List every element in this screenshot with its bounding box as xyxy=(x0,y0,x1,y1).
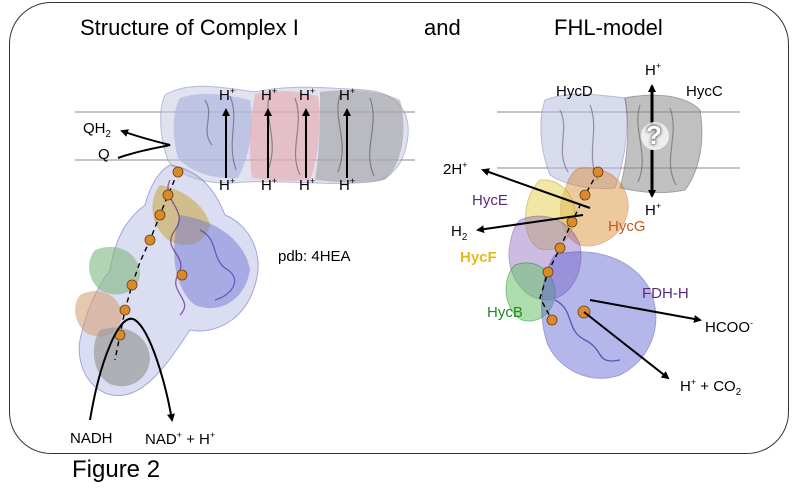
label-nadh: NADH xyxy=(70,430,113,447)
figure-caption: Figure 2 xyxy=(72,456,161,483)
label-pdb: pdb: 4HEA xyxy=(278,248,351,265)
label-h-bottom-1: H+ xyxy=(219,176,236,194)
label-nad-plus: NAD+ + H+ xyxy=(145,430,216,448)
fhl-electron-path xyxy=(539,166,604,326)
label-fhl-h-top: H+ xyxy=(645,61,662,79)
label-hycg: HycG xyxy=(608,218,646,235)
label-hcoo: HCOO- xyxy=(705,318,753,336)
label-fhl-h-bottom: H+ xyxy=(645,201,662,219)
label-h-co2: H+ + CO2 xyxy=(680,377,742,398)
label-q: Q xyxy=(98,146,110,163)
complex1-electron-path xyxy=(114,166,188,361)
label-h-bottom-3: H+ xyxy=(299,176,316,194)
label-h-top-3: H+ xyxy=(299,86,316,104)
label-hycc: HycC xyxy=(686,83,723,100)
label-h-bottom-2: H+ xyxy=(261,176,278,194)
label-h-top-4: H+ xyxy=(339,86,356,104)
label-hycd: HycD xyxy=(556,83,593,100)
complex1-proton-arrows xyxy=(222,108,351,178)
label-fdh-h: FDH-H xyxy=(642,285,689,302)
complex1-quinone-arrows xyxy=(117,129,171,159)
label-hycb: HycB xyxy=(487,304,523,321)
label-2h: 2H+ xyxy=(443,160,468,178)
fhl-membrane-domain xyxy=(540,93,703,194)
label-qh2: QH2 xyxy=(83,120,111,140)
label-h2: H2 xyxy=(451,223,468,243)
fhl-reaction-arrows xyxy=(476,168,702,380)
title-fhl-model: FHL-model xyxy=(554,15,663,40)
fhl-proton-double-arrow xyxy=(641,84,669,198)
label-hyce: HycE xyxy=(472,192,508,209)
label-hycf: HycF xyxy=(460,249,497,266)
title-and: and xyxy=(424,15,461,40)
complex1-membrane-domain xyxy=(160,85,409,184)
label-h-top-2: H+ xyxy=(261,86,278,104)
label-h-bottom-4: H+ xyxy=(339,176,356,194)
label-h-top-1: H+ xyxy=(219,86,236,104)
title-complex-i: Structure of Complex I xyxy=(80,15,299,40)
label-question-mark: ? xyxy=(646,120,662,150)
fhl-soluble-domain xyxy=(505,167,657,379)
figure-frame xyxy=(9,2,789,454)
complex1-nadh-arrow xyxy=(89,317,175,422)
